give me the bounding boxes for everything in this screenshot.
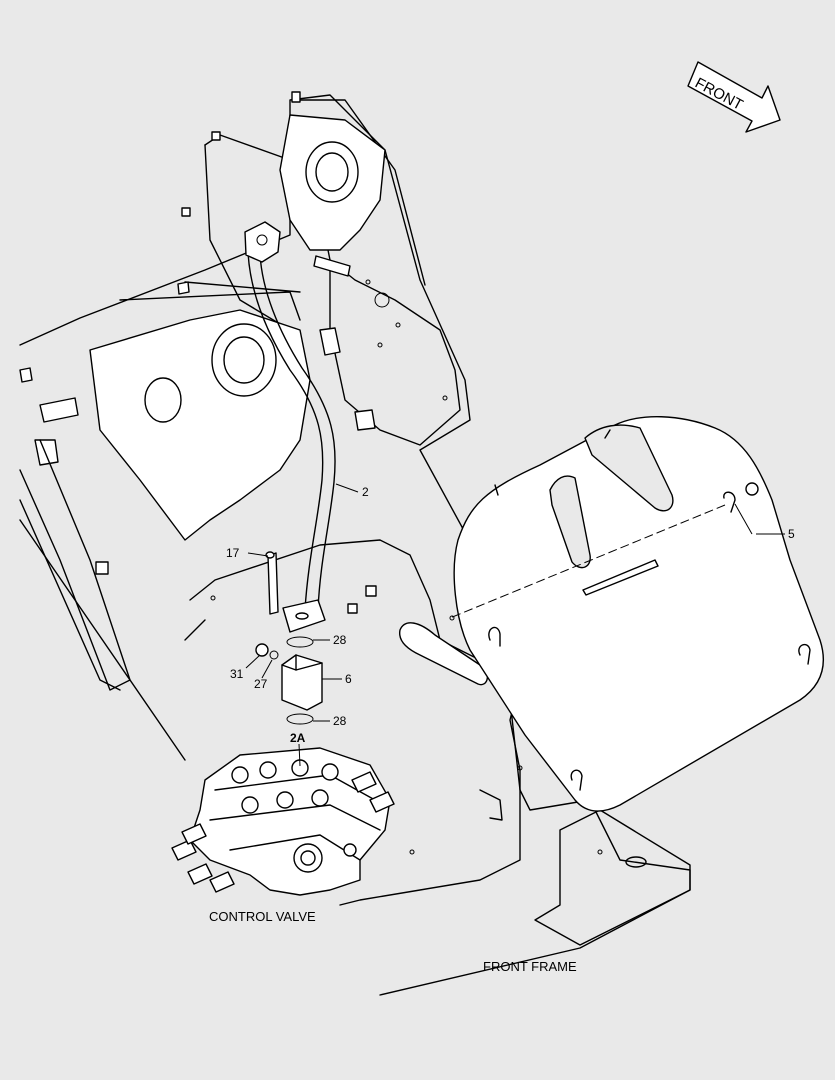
block-6	[281, 654, 323, 711]
front-direction-arrow: FRONT	[687, 61, 781, 133]
caption-front-frame: FRONT FRAME	[483, 959, 577, 974]
hydraulic-tube	[244, 221, 336, 633]
bolt-17	[265, 551, 279, 615]
front-frame	[184, 539, 691, 946]
callout-31: 31	[230, 667, 244, 681]
washer-27	[269, 650, 279, 660]
callout-17: 17	[226, 546, 240, 560]
callout-5: 5	[788, 527, 795, 541]
o-ring-lower	[286, 713, 314, 725]
callout-2A: 2A	[290, 731, 306, 745]
callout-27: 27	[254, 677, 268, 691]
leader-lines	[245, 483, 785, 767]
control-valve	[171, 747, 395, 896]
o-ring-upper	[286, 636, 314, 648]
callout-28-upper: 28	[333, 633, 347, 647]
loader-frame	[19, 91, 691, 996]
callout-6: 6	[345, 672, 352, 686]
callout-2: 2	[362, 485, 369, 499]
fitting-31	[255, 643, 269, 657]
cover-plate	[449, 415, 824, 812]
caption-control-valve: CONTROL VALVE	[209, 909, 316, 924]
callout-28-lower: 28	[333, 714, 347, 728]
